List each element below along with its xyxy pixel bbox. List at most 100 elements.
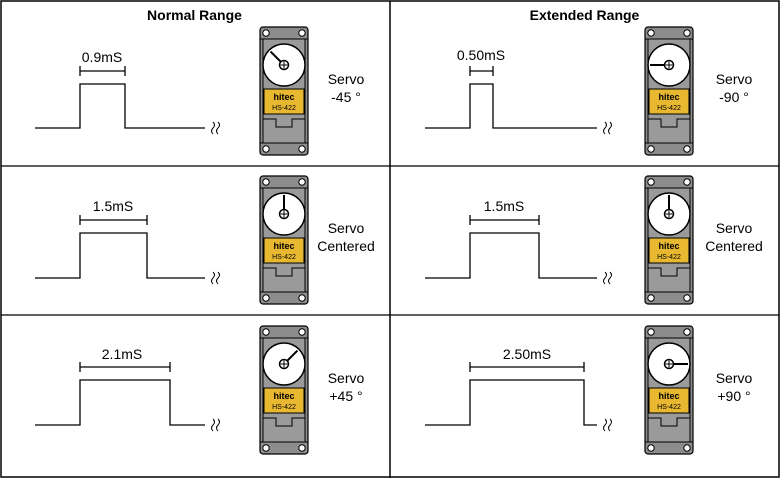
- mount-hole: [647, 328, 655, 336]
- mount-hole: [683, 29, 691, 37]
- servo-label-line1: Servo: [715, 220, 753, 236]
- mount-hole: [298, 328, 306, 336]
- break-stroke: [608, 271, 612, 285]
- mount-hole: [298, 29, 306, 37]
- case-notch: [648, 417, 690, 427]
- pulse-waveform: [35, 379, 205, 426]
- break-stroke: [216, 271, 220, 285]
- servo-label-line2: +90 °: [717, 388, 751, 404]
- servo-brand: hitec: [273, 241, 294, 251]
- mount-hole: [683, 294, 691, 302]
- servo-brand: hitec: [273, 391, 294, 401]
- servo-model: HS-422: [272, 254, 296, 261]
- pulse-width-label: 2.1mS: [101, 346, 143, 362]
- mount-hole: [298, 145, 306, 153]
- mount-hole: [647, 178, 655, 186]
- servo-label-line2: Centered: [705, 238, 763, 254]
- servo-model: HS-422: [657, 404, 681, 411]
- mount-hole: [262, 444, 270, 452]
- mount-hole: [683, 145, 691, 153]
- mount-hole: [262, 29, 270, 37]
- servo-model: HS-422: [272, 105, 296, 112]
- pulse-waveform: [35, 232, 205, 279]
- servo-model: HS-422: [272, 404, 296, 411]
- servo-label-line2: Centered: [317, 238, 375, 254]
- case-notch: [648, 267, 690, 277]
- mount-hole: [262, 294, 270, 302]
- break-stroke: [211, 271, 215, 285]
- servo-label-line1: Servo: [715, 370, 753, 386]
- pulse-waveform: [425, 379, 597, 426]
- servo-label-plate: [648, 88, 690, 115]
- servo-position-label: Servo +90 °: [694, 369, 774, 405]
- servo-brand: hitec: [273, 92, 294, 102]
- servo-label-line2: +45 °: [329, 388, 363, 404]
- servo-position-label: Servo Centered: [694, 219, 774, 255]
- mount-hole: [683, 444, 691, 452]
- servo-brand: hitec: [658, 241, 679, 251]
- mount-hole: [298, 444, 306, 452]
- break-stroke: [608, 121, 612, 135]
- break-stroke: [603, 271, 607, 285]
- servo-position-label: Servo Centered: [306, 219, 386, 255]
- servo-label-plate: [263, 387, 305, 414]
- break-stroke: [608, 418, 612, 432]
- pulse-waveform: [425, 232, 597, 279]
- mount-hole: [298, 294, 306, 302]
- servo-label-plate: [263, 237, 305, 264]
- servo-label-line2: -90 °: [719, 89, 749, 105]
- servo-label-line2: -45 °: [331, 89, 361, 105]
- mount-hole: [262, 178, 270, 186]
- case-notch: [263, 118, 305, 128]
- case-notch: [263, 417, 305, 427]
- servo-position-label: Servo +45 °: [306, 369, 386, 405]
- mount-hole: [647, 294, 655, 302]
- mount-hole: [647, 444, 655, 452]
- pulse-width-label: 1.5mS: [92, 198, 134, 214]
- pulse-waveform: [425, 83, 597, 129]
- case-notch: [263, 267, 305, 277]
- servo-position-label: Servo -45 °: [306, 70, 386, 106]
- break-mark: [211, 271, 220, 285]
- mount-hole: [647, 145, 655, 153]
- break-mark: [603, 271, 612, 285]
- break-stroke: [216, 418, 220, 432]
- servo-label-line1: Servo: [327, 220, 365, 236]
- break-stroke: [211, 418, 215, 432]
- break-mark: [603, 418, 612, 432]
- servo-label-line1: Servo: [327, 370, 365, 386]
- servo-model: HS-422: [657, 254, 681, 261]
- servo-label-plate: [648, 237, 690, 264]
- column-title-normal: Normal Range: [147, 7, 242, 23]
- servo-label-line1: Servo: [327, 71, 365, 87]
- column-title-extended: Extended Range: [529, 7, 640, 23]
- pulse-width-label: 0.50mS: [456, 47, 506, 63]
- case-notch: [648, 118, 690, 128]
- break-mark: [603, 121, 612, 135]
- break-mark: [211, 418, 220, 432]
- break-stroke: [211, 121, 215, 135]
- mount-hole: [262, 328, 270, 336]
- servo-label-plate: [648, 387, 690, 414]
- pulse-width-label: 2.50mS: [502, 346, 552, 362]
- servo-label-plate: [263, 88, 305, 115]
- break-mark: [211, 121, 220, 135]
- servo-label-line1: Servo: [715, 71, 753, 87]
- mount-hole: [298, 178, 306, 186]
- mount-hole: [683, 328, 691, 336]
- pulse-width-label: 0.9mS: [81, 49, 123, 65]
- pulse-width-label: 1.5mS: [483, 198, 525, 214]
- servo-brand: hitec: [658, 92, 679, 102]
- break-stroke: [603, 121, 607, 135]
- mount-hole: [683, 178, 691, 186]
- pulse-waveform: [35, 83, 205, 129]
- servo-brand: hitec: [658, 391, 679, 401]
